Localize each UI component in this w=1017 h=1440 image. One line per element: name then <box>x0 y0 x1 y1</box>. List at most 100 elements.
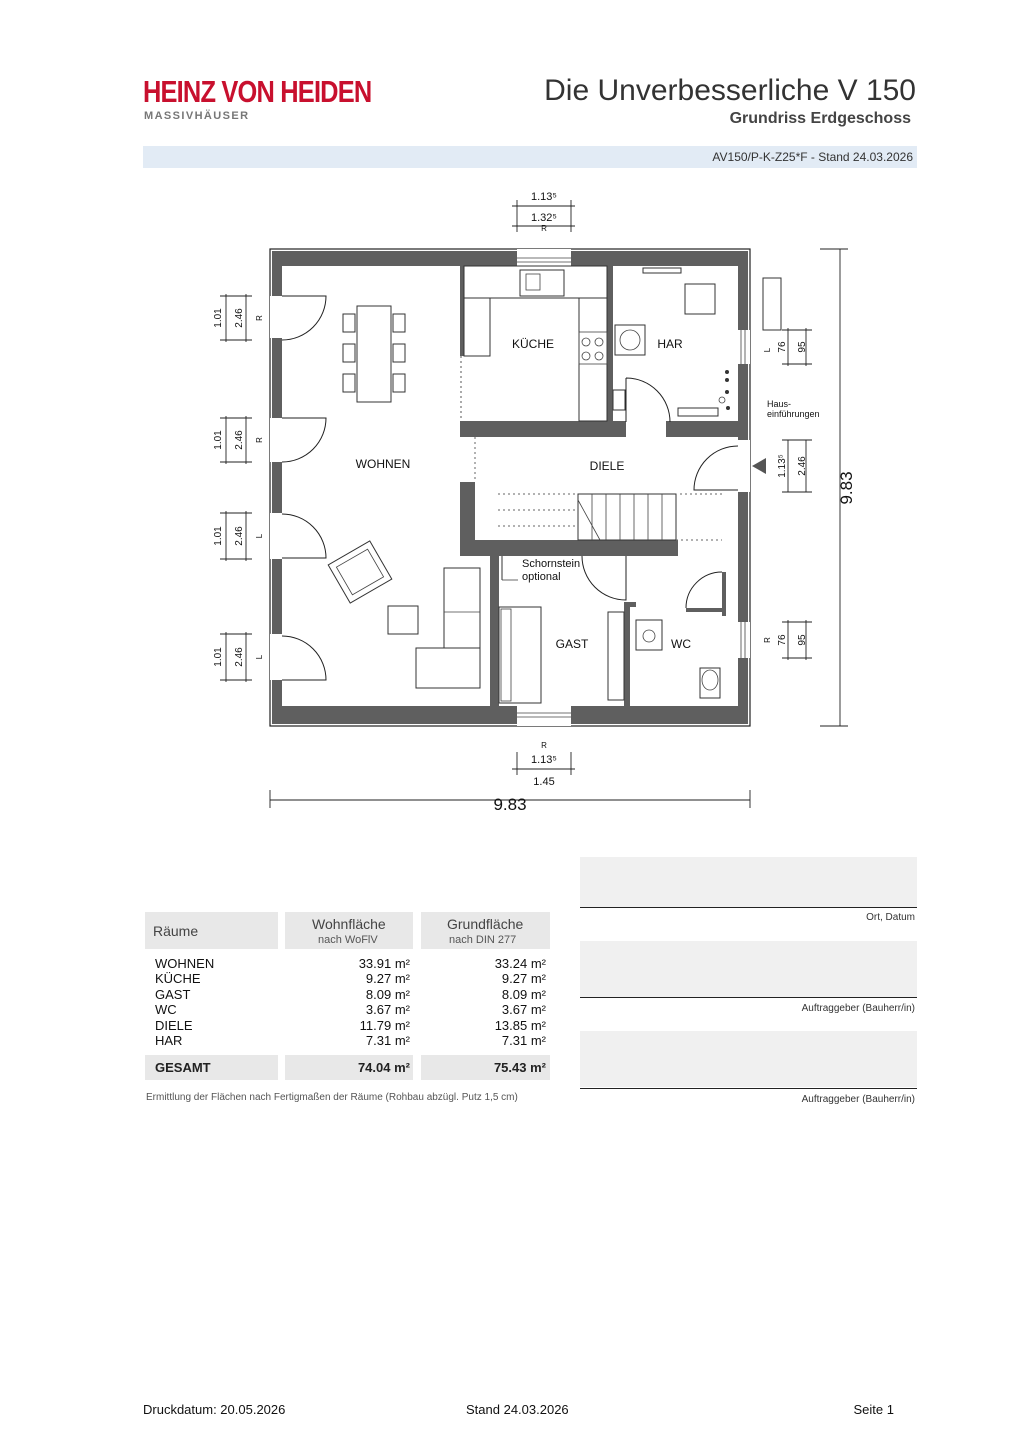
dim-right-w2a: 95 <box>797 341 808 353</box>
signature-label-place-date: Ort, Datum <box>866 912 915 923</box>
row-room: KÜCHE <box>155 971 201 986</box>
total-wohn: 74.04 m² <box>357 1060 410 1075</box>
dim-total-width: 9.83 <box>493 795 526 814</box>
table-note: Ermittlung der Flächen nach Fertigmaßen … <box>146 1092 518 1103</box>
living-furniture <box>327 305 481 689</box>
note-optional: optional <box>522 571 561 583</box>
exterior-element <box>762 277 782 331</box>
room-label-wohnen: WOHNEN <box>356 457 411 471</box>
row-wohn: 11.79 m² <box>359 1018 410 1033</box>
dim-left-l3: L <box>255 533 264 538</box>
total-grund: 75.43 m² <box>493 1060 546 1075</box>
page-title: Die Unverbesserliche V 150 <box>544 74 916 107</box>
interior-walls <box>460 266 738 706</box>
row-grund: 3.67 m² <box>501 1002 546 1017</box>
row-room: GAST <box>155 987 191 1002</box>
guest-wc-furniture <box>498 556 721 704</box>
signature-line <box>580 1088 917 1089</box>
total-label: GESAMT <box>155 1060 211 1075</box>
reference-text: AV150/P-K-Z25*F - Stand 24.03.2026 <box>712 150 913 164</box>
dim-left-a4: 1.01 <box>213 647 224 667</box>
dim-right-w2b: 95 <box>797 634 808 646</box>
company-logo-subtitle: MASSIVHÄUSER <box>144 110 250 122</box>
dim-left-b3: 2.46 <box>234 526 245 546</box>
row-room: WC <box>155 1002 177 1017</box>
row-wohn: 7.31 m² <box>365 1033 410 1048</box>
dim-right-l: L <box>763 347 772 352</box>
row-grund: 9.27 m² <box>501 971 546 986</box>
company-logo: HEINZ VON HEIDEN <box>143 74 372 109</box>
floor-plan: .w { fill:#5f5f5f; } .ln { stroke:#222; … <box>213 191 856 814</box>
note-einfuehrungen: einführungen <box>767 409 820 419</box>
row-grund: 13.85 m² <box>494 1018 546 1033</box>
dim-right-door-1: 1.13⁵ <box>777 454 788 478</box>
signature-field-client-2[interactable] <box>580 1031 917 1087</box>
page-subtitle: Grundriss Erdgeschoss <box>729 110 911 127</box>
dim-right-w1a: 76 <box>777 341 788 353</box>
footer-print-date: Druckdatum: 20.05.2026 <box>143 1402 286 1417</box>
row-wohn: 3.67 m² <box>365 1002 410 1017</box>
dim-right-w1b: 76 <box>777 634 788 646</box>
room-label-gast: GAST <box>556 637 589 651</box>
signature-field-place-date[interactable] <box>580 857 917 907</box>
dim-left-a2: 1.01 <box>213 430 224 450</box>
col-wohn-label: Wohnfläche <box>312 916 386 932</box>
note-schornstein: Schornstein <box>522 558 580 570</box>
signature-label-client-2: Auftraggeber (Bauherr/in) <box>801 1094 915 1105</box>
footer-stand: Stand 24.03.2026 <box>466 1402 569 1417</box>
room-label-wc: WC <box>671 637 691 651</box>
dimension-lines <box>220 200 848 808</box>
entrance-arrow-icon <box>752 458 766 474</box>
col-wohn-sub: nach WoFlV <box>318 934 378 946</box>
row-room: WOHNEN <box>155 956 215 971</box>
row-wohn: 9.27 m² <box>365 971 410 986</box>
dim-left-b4: 2.46 <box>234 647 245 667</box>
door-swings <box>281 295 739 681</box>
dim-left-b2: 2.46 <box>234 430 245 450</box>
dim-left-b1: 2.46 <box>234 308 245 328</box>
dim-right-r: R <box>763 637 772 643</box>
row-room: DIELE <box>155 1018 193 1033</box>
total-cell-wohn <box>285 1055 413 1080</box>
signature-line <box>580 907 917 908</box>
dim-left-a1: 1.01 <box>213 308 224 328</box>
col-grund-sub: nach DIN 277 <box>449 934 517 946</box>
dim-bottom-r: R <box>541 741 547 750</box>
outer-walls <box>269 248 751 727</box>
signature-line <box>580 997 917 998</box>
note-haus: Haus- <box>767 399 791 409</box>
col-grund-label: Grundfläche <box>447 916 524 932</box>
table-header-rooms <box>145 912 278 949</box>
reference-bar <box>143 146 917 168</box>
dim-total-height: 9.83 <box>837 471 856 504</box>
kitchen-furniture <box>460 265 608 422</box>
col-rooms-label: Räume <box>153 923 199 939</box>
dim-top-2: 1.32⁵ <box>531 212 557 224</box>
row-grund: 8.09 m² <box>501 987 546 1002</box>
room-label-har: HAR <box>657 337 683 351</box>
footer-page: Seite 1 <box>853 1402 894 1417</box>
signature-field-client-1[interactable] <box>580 941 917 997</box>
room-label-kueche: KÜCHE <box>512 337 554 351</box>
table-header-grundflaeche <box>421 912 550 949</box>
dim-top-1: 1.13⁵ <box>531 191 557 203</box>
signature-label-client-1: Auftraggeber (Bauherr/in) <box>801 1003 915 1014</box>
room-label-diele: DIELE <box>590 459 625 473</box>
dim-left-r2: R <box>255 437 264 443</box>
dim-right-door-2: 2.46 <box>797 456 808 476</box>
dim-top-r: R <box>541 224 547 233</box>
dim-left-a3: 1.01 <box>213 526 224 546</box>
total-cell-label <box>145 1055 278 1080</box>
staircase <box>474 437 722 541</box>
dim-left-l4: L <box>255 654 264 659</box>
dim-bottom-1: 1.13⁵ <box>531 754 557 766</box>
utility-room-equipment <box>612 267 730 417</box>
row-grund: 7.31 m² <box>501 1033 546 1048</box>
dim-left-r1: R <box>255 315 264 321</box>
row-wohn: 33.91 m² <box>358 956 410 971</box>
table-header-wohnflaeche <box>285 912 413 949</box>
row-wohn: 8.09 m² <box>365 987 410 1002</box>
row-room: HAR <box>155 1033 183 1048</box>
total-cell-grund <box>421 1055 550 1080</box>
dim-bottom-2: 1.45 <box>533 776 554 788</box>
